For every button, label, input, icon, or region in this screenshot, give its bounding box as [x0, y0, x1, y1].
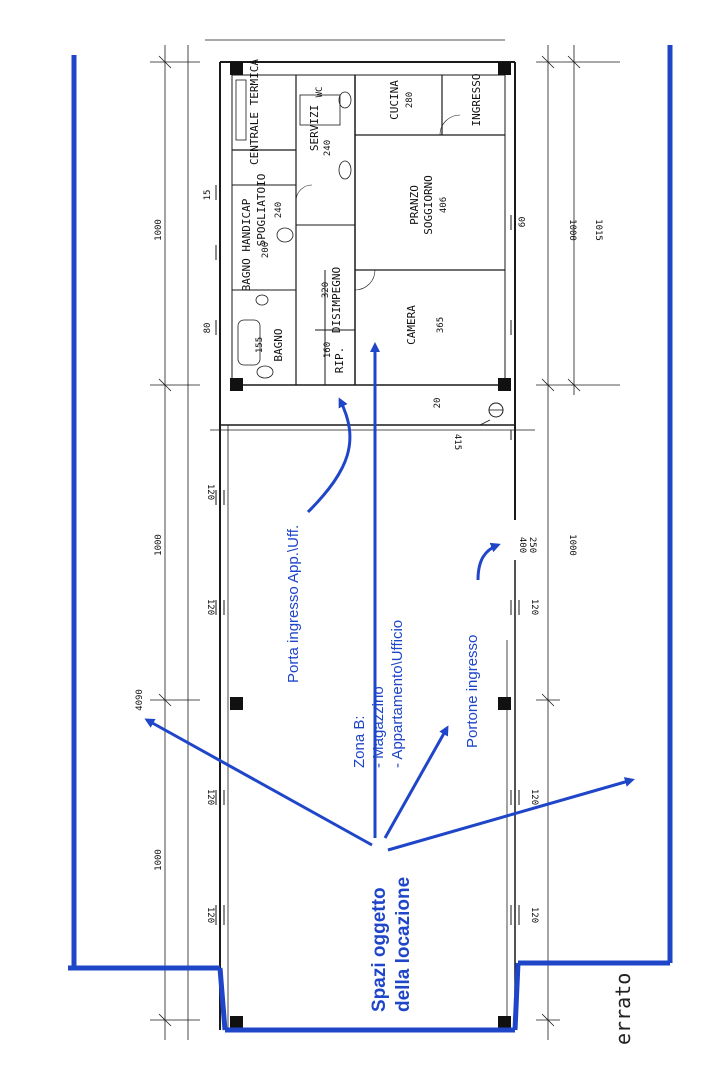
room-bagno-dim: 155	[255, 337, 265, 353]
room-camera-dim: 365	[436, 317, 446, 333]
dim-60: 60	[518, 217, 528, 228]
room-servizi-dim: 240	[323, 140, 333, 156]
dim-1000-right-top: 1000	[567, 219, 577, 241]
window-markers	[215, 185, 520, 925]
room-disimpegno-dim: 320	[321, 282, 331, 298]
dim-1000-left-top: 1000	[154, 219, 164, 241]
room-spogliatoio: SPOGLIATOIO	[255, 174, 268, 247]
room-pranzo-dim: 406	[439, 197, 449, 213]
dim-120-right-c: 120	[529, 907, 539, 923]
room-rip: RIP.	[333, 347, 346, 374]
dim-1000-right-mid: 1000	[567, 534, 577, 556]
dim-250: 250	[527, 537, 537, 553]
porta-ingresso-label: Porta ingresso App.\Uff.	[285, 525, 302, 683]
room-cucina: CUCINA	[388, 80, 401, 120]
edge-label: errato	[611, 973, 635, 1045]
room-bagno: BAGNO	[272, 328, 285, 361]
room-bagno-handicap: BAGNO HANDICAP	[240, 198, 253, 291]
dim-120-left-a: 120	[205, 484, 215, 500]
rental-boundary	[68, 45, 673, 1033]
spazi-label-line1: Spazi oggetto	[369, 887, 390, 1012]
dim-120-left-d: 120	[205, 907, 215, 923]
room-disimpegno: DISIMPEGNO	[330, 267, 343, 333]
zona-b-title: Zona B:	[351, 715, 368, 768]
room-spogliatoio-dim: 240	[274, 202, 284, 218]
portone-ingresso-label: Portone ingresso	[464, 635, 481, 748]
dimension-labels: 1000 1000 1000 4090 1000 1015 1000 250 4…	[135, 190, 603, 924]
zona-b-item-magazzino: - Magazzino	[370, 686, 387, 768]
room-soggiorno: SOGGIORNO	[422, 175, 435, 235]
structural-pillars	[230, 62, 511, 1029]
dim-120-right-a: 120	[529, 599, 539, 615]
room-labels: CENTRALE TERMICA SERVIZI 240 WC CUCINA 2…	[240, 59, 483, 374]
dim-120-left-c: 120	[205, 789, 215, 805]
dim-4090: 4090	[135, 689, 145, 711]
room-ingresso: INGRESSO	[470, 74, 483, 127]
room-rip-dim: 160	[323, 342, 333, 358]
dim-400: 400	[517, 537, 527, 553]
dim-80: 80	[203, 323, 213, 334]
dim-15: 15	[203, 190, 213, 201]
room-wc: WC	[315, 87, 325, 98]
room-pranzo: PRANZO	[408, 185, 421, 225]
room-camera: CAMERA	[405, 305, 418, 345]
dimension-lines	[150, 39, 620, 1040]
dim-1000-left-mid: 1000	[154, 534, 164, 556]
dim-415: 415	[452, 434, 462, 450]
room-bagno-handicap-dim: 200	[261, 242, 271, 258]
room-centrale-termica: CENTRALE TERMICA	[248, 59, 261, 165]
zona-b-item-appartamento: - Appartamento\Ufficio	[389, 620, 406, 768]
room-servizi: SERVIZI	[308, 105, 321, 151]
spazi-label-line2: della locazione	[393, 877, 414, 1012]
dim-120-left-b: 120	[205, 599, 215, 615]
dim-1000-left-bottom: 1000	[154, 849, 164, 871]
dim-1015: 1015	[593, 219, 603, 241]
room-cucina-dim: 280	[405, 92, 415, 108]
interior-walls	[232, 75, 516, 520]
annotation-arrows	[144, 342, 635, 852]
dim-20: 20	[433, 398, 443, 409]
annotation-labels: Porta ingresso App.\Uff. Zona B: - Magaz…	[285, 525, 481, 1012]
dim-120-right-b: 120	[529, 789, 539, 805]
